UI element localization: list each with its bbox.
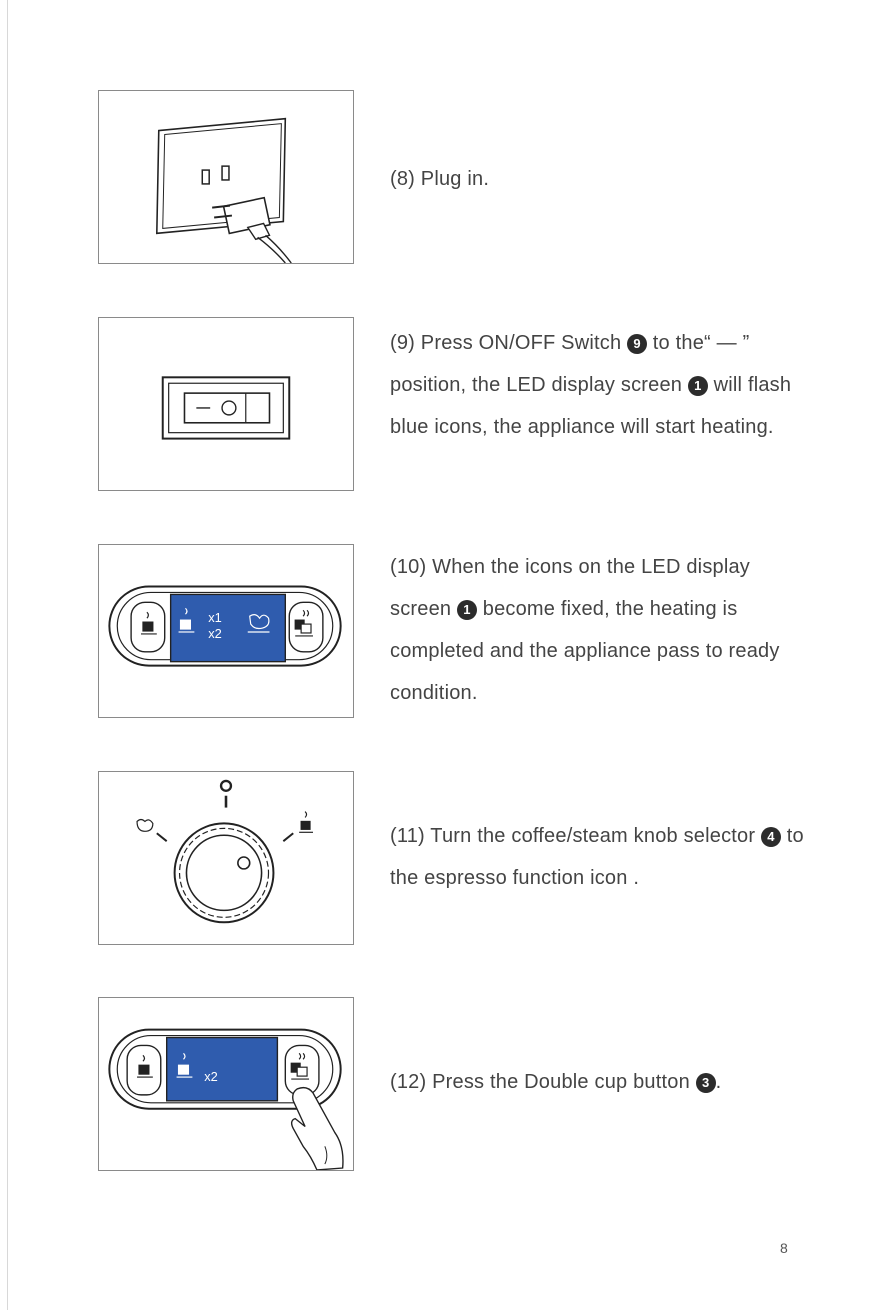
step-12-text: (12) Press the Double cup button 3. [390, 1061, 810, 1103]
step-8-text: (8) Plug in. [390, 158, 810, 200]
espresso-cup-icon [299, 811, 313, 833]
knob-number-badge: 4 [760, 827, 781, 847]
step-9-text: (9) Press ON/OFF Switch 9 to the“ — ” po… [390, 322, 810, 448]
page-number: 8 [780, 1240, 788, 1256]
step-9-part-b: to the“ — ” position, the LED display sc… [390, 332, 750, 396]
page-edge-line [7, 0, 8, 1310]
plug-socket-illustration [155, 117, 292, 263]
figure-knob-selector [98, 771, 354, 945]
pointing-hand-icon [290, 1086, 344, 1170]
figure-onoff-switch [98, 317, 354, 491]
led-x1-label: x1 [208, 610, 222, 625]
knob-selector-illustration [136, 779, 313, 924]
onoff-switch-illustration [161, 376, 291, 440]
step-9-part-c: will flash blue icons, the appliance wil… [390, 374, 792, 438]
led-x2-label: x2 [204, 1069, 218, 1084]
step-10-text: (10) When the icons on the LED display s… [390, 546, 810, 714]
figure-plug-in [98, 90, 354, 264]
step-11-part-a: (11) Turn the coffee/steam knob selector [390, 825, 761, 847]
step-12-part-a: (12) Press the Double cup button [390, 1071, 696, 1093]
figure-double-cup-press: x2 [98, 997, 354, 1171]
step-10-part-b: become fixed, the heating is completed a… [390, 598, 780, 704]
double-cup-number-badge: 3 [695, 1073, 716, 1093]
step-10-part-a: (10) When the icons on the LED display s… [390, 556, 751, 620]
double-cup-press-illustration: x2 [108, 1028, 344, 1170]
step-11-part-b: to the espresso function icon . [390, 825, 804, 889]
figure-led-ready: x1 x2 [98, 544, 354, 718]
step-9-part-a: (9) Press ON/OFF Switch [390, 332, 628, 354]
step-8-instruction: (8) Plug in. [390, 168, 490, 190]
led-panel-ready-illustration: x1 x2 [108, 585, 342, 667]
led-x2-label: x2 [208, 626, 222, 641]
display-number-badge: 1 [457, 600, 477, 620]
steam-icon [247, 614, 270, 633]
switch-number-badge: 9 [627, 334, 648, 354]
step-12-part-b: . [715, 1071, 722, 1093]
step-11-text: (11) Turn the coffee/steam knob selector… [390, 815, 810, 899]
steam-icon [136, 818, 154, 832]
display-number-badge: 1 [687, 376, 708, 396]
